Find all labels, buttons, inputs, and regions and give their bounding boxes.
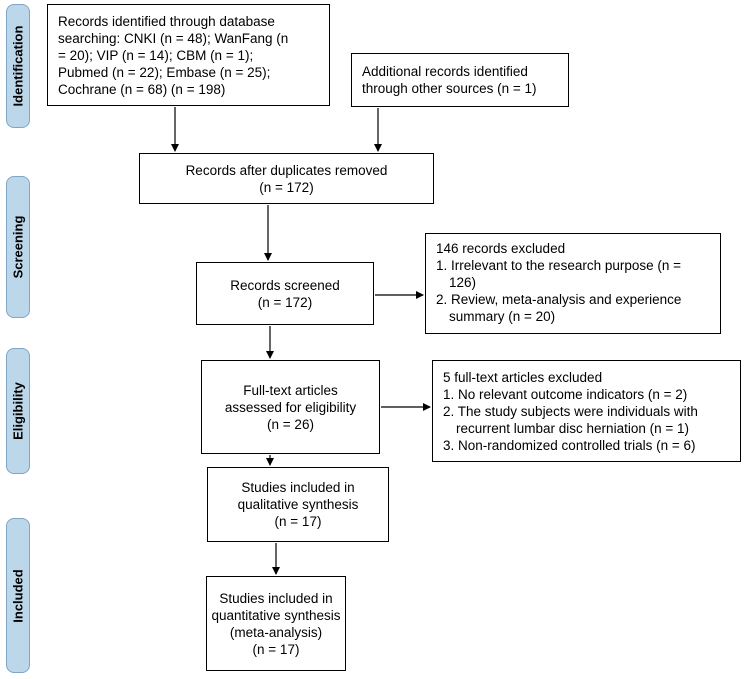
- duplicates-removed-box: Records after duplicates removed (n = 17…: [139, 153, 434, 204]
- fulltext-excluded-line: recurrent lumbar disc herniation (n = 1): [456, 421, 689, 436]
- other-sources-box: Additional records identified through ot…: [351, 53, 569, 107]
- eligibility-line: assessed for eligibility: [224, 399, 357, 415]
- qualitative-synthesis-box: Studies included in qualitative synthesi…: [207, 467, 389, 542]
- fulltext-excluded-line: 5 full-text articles excluded: [443, 370, 603, 385]
- records-screened-line: (n = 172): [257, 294, 313, 310]
- fulltext-excluded-line: 3. Non-randomized controlled trials (n =…: [443, 438, 696, 453]
- stage-tab-eligibility: Eligibility: [6, 348, 30, 474]
- eligibility-line: Full-text articles: [243, 382, 338, 398]
- duplicates-removed-line: Records after duplicates removed: [185, 162, 388, 178]
- fulltext-excluded-box: 5 full-text articles excluded 1. No rele…: [432, 360, 741, 462]
- stage-tab-identification: Identification: [6, 4, 30, 128]
- database-records-line: = 20); VIP (n = 14); CBM (n = 1);: [58, 48, 254, 63]
- other-sources-line: through other sources (n = 1): [362, 81, 537, 96]
- qualitative-synthesis-line: Studies included in: [241, 480, 355, 495]
- qualitative-synthesis-line: (n = 17): [274, 514, 322, 529]
- records-screened-line: Records screened: [230, 277, 340, 293]
- records-excluded-line: 1. Irrelevant to the research purpose (n…: [436, 258, 682, 273]
- database-records-line: Cochrane (n = 68) (n = 198): [58, 82, 226, 97]
- quantitative-synthesis-line: (meta-analysis): [229, 624, 323, 640]
- fulltext-excluded-line: 1. No relevant outcome indicators (n = 2…: [443, 387, 688, 402]
- records-excluded-line: summary (n = 20): [449, 309, 556, 324]
- quantitative-synthesis-line: (n = 17): [252, 641, 300, 657]
- records-excluded-line: 126): [449, 275, 477, 290]
- other-sources-line: Additional records identified: [362, 64, 528, 79]
- stage-tab-included: Included: [6, 518, 30, 673]
- quantitative-synthesis-line: Studies included in: [219, 590, 333, 606]
- eligibility-line: (n = 26): [267, 416, 314, 432]
- fulltext-excluded-line: 2. The study subjects were individuals w…: [443, 404, 698, 419]
- eligibility-box: Full-text articles assessed for eligibil…: [201, 360, 380, 454]
- records-excluded-line: 146 records excluded: [436, 241, 566, 256]
- database-records-line: searching: CNKI (n = 48); WanFang (n: [58, 31, 289, 46]
- database-records-box: Records identified through database sear…: [47, 4, 330, 106]
- stage-tab-screening: Screening: [6, 176, 30, 318]
- qualitative-synthesis-line: qualitative synthesis: [237, 497, 359, 512]
- duplicates-removed-line: (n = 172): [259, 179, 314, 195]
- records-screened-box: Records screened (n = 172): [196, 262, 374, 325]
- quantitative-synthesis-line: quantitative synthesis: [211, 607, 341, 623]
- database-records-line: Records identified through database: [58, 14, 275, 29]
- quantitative-synthesis-box: Studies included in quantitative synthes…: [206, 576, 346, 671]
- records-excluded-box: 146 records excluded 1. Irrelevant to th…: [425, 233, 721, 334]
- database-records-line: Pubmed (n = 22); Embase (n = 25);: [58, 65, 271, 80]
- records-excluded-line: 2. Review, meta-analysis and experience: [436, 292, 682, 307]
